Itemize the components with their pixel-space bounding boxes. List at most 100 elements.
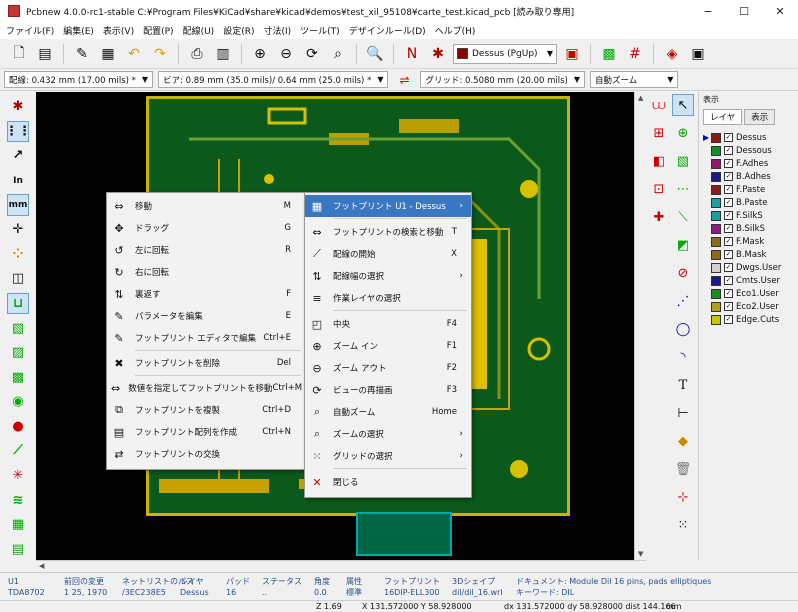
layer-row[interactable]: ✓F.Adhes bbox=[703, 157, 798, 170]
footprint-editor-icon[interactable]: ✎ bbox=[76, 45, 88, 62]
plot-icon[interactable]: ▥ bbox=[216, 45, 230, 62]
layer-row[interactable]: ✓B.Mask bbox=[703, 248, 798, 261]
mm-units-icon[interactable]: mm bbox=[7, 194, 29, 216]
layer-color-swatch[interactable] bbox=[711, 223, 721, 234]
add-arc-icon[interactable]: ◝ bbox=[680, 349, 686, 365]
find-icon[interactable]: 🔍 bbox=[366, 45, 384, 62]
redraw-icon[interactable]: ⟳ bbox=[306, 45, 318, 62]
add-track-icon[interactable]: ✚ bbox=[653, 209, 665, 225]
layer-visibility-checkbox[interactable]: ✓ bbox=[724, 276, 733, 285]
horizontal-scrollbar[interactable]: ◀ bbox=[36, 560, 646, 572]
auto-delete-track-icon[interactable]: ⊔ bbox=[7, 292, 29, 315]
netlist-icon[interactable]: N bbox=[406, 45, 418, 62]
cursor-shape-icon[interactable]: ✛ bbox=[12, 222, 24, 238]
autoplace-icon[interactable]: ▩ bbox=[602, 45, 616, 62]
select-arrow-icon[interactable]: ↖ bbox=[672, 94, 694, 116]
microwave-icon[interactable]: ≋ bbox=[12, 492, 24, 508]
context-menu-item[interactable]: ↻右に回転 bbox=[107, 261, 305, 283]
layer-visibility-checkbox[interactable]: ✓ bbox=[724, 185, 733, 194]
layer-visibility-checkbox[interactable]: ✓ bbox=[724, 224, 733, 233]
menu-help[interactable]: ヘルプ(H) bbox=[434, 27, 476, 37]
layer-row[interactable]: ✓Cmts.User bbox=[703, 274, 798, 287]
menu-tools[interactable]: ツール(T) bbox=[300, 27, 340, 37]
layer-color-swatch[interactable] bbox=[711, 184, 721, 195]
submenu-item[interactable]: ⌕ズームの選択› bbox=[305, 423, 471, 445]
drc-off-icon[interactable]: ✱ bbox=[12, 99, 24, 115]
submenu-item[interactable]: ✕閉じる bbox=[305, 471, 471, 493]
menu-dimensions[interactable]: 寸法(I) bbox=[263, 27, 292, 37]
set-origin-icon[interactable]: ⊹ bbox=[677, 489, 689, 505]
add-text-icon[interactable]: T bbox=[678, 377, 688, 393]
scripting-icon[interactable]: ▣ bbox=[691, 45, 705, 62]
footprint-viewer-icon[interactable]: ▦ bbox=[101, 45, 115, 62]
layer-visibility-checkbox[interactable]: ✓ bbox=[724, 315, 733, 324]
tab-layers[interactable]: レイヤ bbox=[703, 109, 743, 125]
grid-origin-icon[interactable]: ⁙ bbox=[677, 517, 689, 533]
layer-color-swatch[interactable] bbox=[711, 301, 721, 312]
keepout-area-icon[interactable]: ⊘ bbox=[677, 265, 689, 281]
maximize-button[interactable]: ☐ bbox=[739, 4, 749, 18]
polar-coords-icon[interactable]: ↗ bbox=[12, 148, 24, 164]
undo-icon[interactable]: ↶ bbox=[128, 45, 140, 62]
grid-toggle-icon[interactable]: ⋮⋮ bbox=[5, 120, 31, 143]
add-target-icon[interactable]: ◆ bbox=[678, 433, 688, 449]
layer-color-swatch[interactable] bbox=[711, 171, 721, 182]
layer-color-swatch[interactable] bbox=[711, 275, 721, 286]
add-dimension-icon[interactable]: ⊢ bbox=[677, 405, 689, 421]
zoom-in-icon[interactable]: ⊕ bbox=[254, 45, 266, 62]
pad-sketch-icon[interactable]: ◉ bbox=[12, 394, 24, 410]
layer-visibility-checkbox[interactable]: ✓ bbox=[724, 250, 733, 259]
add-footprint-icon[interactable]: ⊕ bbox=[677, 125, 689, 141]
layer-visibility-checkbox[interactable]: ✓ bbox=[724, 211, 733, 220]
layer-row[interactable]: ✓B.Paste bbox=[703, 196, 798, 209]
new-board-icon[interactable]: 🗋 bbox=[13, 44, 25, 61]
zone-fill-icon[interactable]: ▧ bbox=[11, 320, 25, 336]
layer-color-swatch[interactable] bbox=[711, 262, 721, 273]
track-width-select[interactable]: 配線: 0.432 mm (17.00 mils) * ▼ bbox=[4, 71, 154, 88]
layer-color-swatch[interactable] bbox=[711, 236, 721, 247]
menu-place[interactable]: 配置(P) bbox=[143, 27, 174, 37]
layer-visibility-checkbox[interactable]: ✓ bbox=[724, 289, 733, 298]
high-contrast-icon[interactable]: ✳ bbox=[12, 468, 24, 484]
auto-track-width-icon[interactable]: ⇌ bbox=[399, 72, 410, 87]
menu-view[interactable]: 表示(V) bbox=[102, 27, 135, 37]
scroll-down-icon[interactable]: ▼ bbox=[638, 550, 644, 558]
net-highlight-icon[interactable]: ⩊ bbox=[652, 97, 666, 113]
via-sketch-icon[interactable]: ● bbox=[12, 418, 24, 434]
add-circle-icon[interactable]: ◯ bbox=[675, 321, 691, 337]
scroll-up-icon[interactable]: ▲ bbox=[638, 94, 644, 102]
layer-color-swatch[interactable] bbox=[711, 158, 721, 169]
print-icon[interactable]: ⎙ bbox=[191, 45, 203, 62]
layer-row[interactable]: ✓Eco2.User bbox=[703, 300, 798, 313]
redo-icon[interactable]: ↷ bbox=[154, 45, 166, 62]
layer-row[interactable]: ✓F.SilkS bbox=[703, 209, 798, 222]
zone-sketch-icon[interactable]: ▩ bbox=[11, 369, 25, 385]
layer-row[interactable]: ✓F.Paste bbox=[703, 183, 798, 196]
layer-row[interactable]: ✓Edge.Cuts bbox=[703, 313, 798, 326]
active-layer-select[interactable]: Dessus (PgUp) ▼ bbox=[453, 43, 557, 64]
layer-visibility-checkbox[interactable]: ✓ bbox=[724, 133, 733, 142]
add-graphic-line-icon[interactable]: ⟍ bbox=[678, 209, 688, 225]
context-menu-item[interactable]: ⇄フットプリントの交換 bbox=[107, 443, 305, 465]
layer-visibility-checkbox[interactable]: ✓ bbox=[724, 263, 733, 272]
track-sketch-icon[interactable]: ⟋ bbox=[13, 443, 23, 459]
layer-visibility-checkbox[interactable]: ✓ bbox=[724, 237, 733, 246]
vertical-scrollbar[interactable]: ▲ ▼ bbox=[634, 92, 646, 560]
tab-render[interactable]: 表示 bbox=[744, 109, 776, 125]
page-settings-icon[interactable]: ▤ bbox=[38, 45, 52, 62]
zoom-out-icon[interactable]: ⊖ bbox=[280, 45, 292, 62]
close-button[interactable]: ✕ bbox=[775, 4, 785, 18]
layer-pair-icon[interactable]: ▣ bbox=[565, 45, 579, 62]
menu-design-rules[interactable]: デザインルール(D) bbox=[348, 27, 426, 37]
layer-visibility-checkbox[interactable]: ✓ bbox=[724, 159, 733, 168]
keepout-icon[interactable]: ⋯ bbox=[676, 181, 690, 197]
layer-color-swatch[interactable] bbox=[711, 197, 721, 208]
